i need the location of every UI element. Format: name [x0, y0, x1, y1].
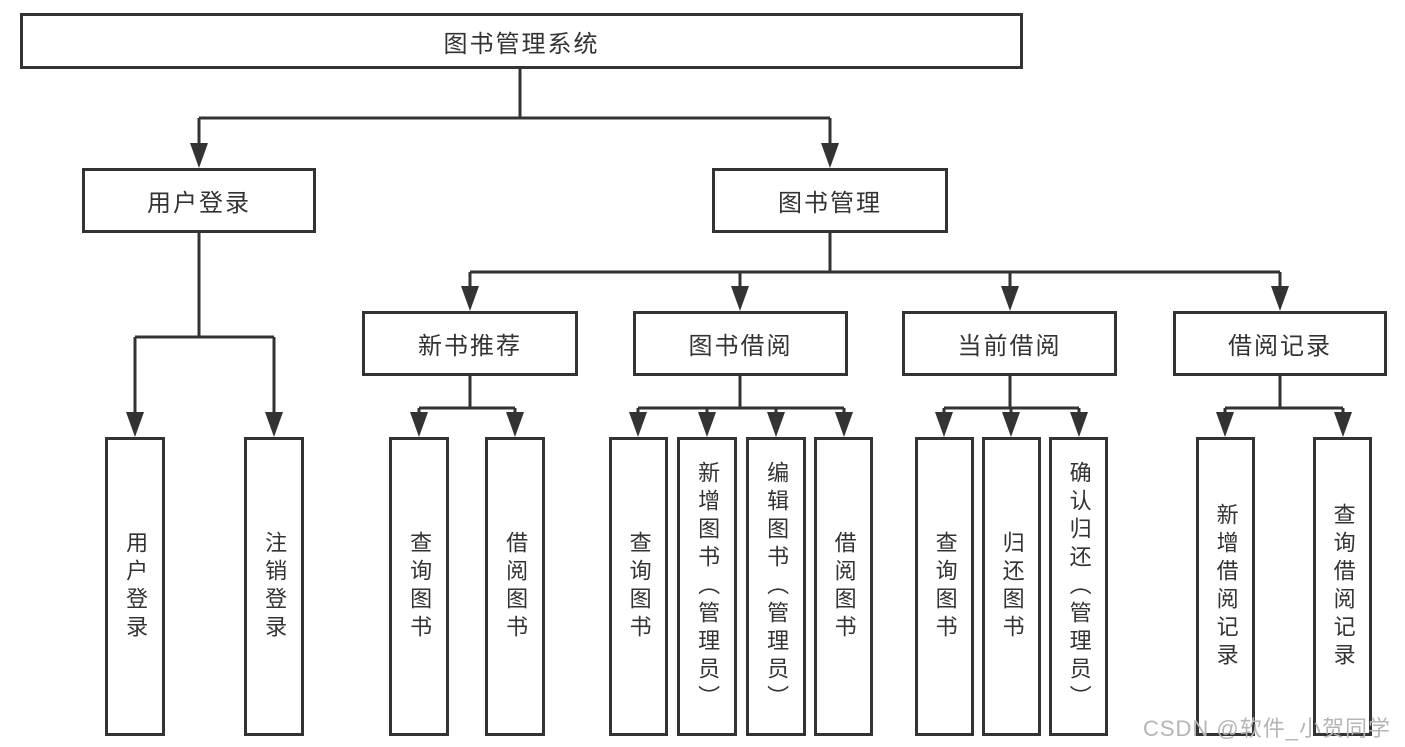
node-user-login: 用户登录 — [82, 168, 316, 233]
node-new-book-recommend: 新书推荐 — [362, 311, 578, 376]
leaf-confirm-return-admin-label: 确认归还（管理员） — [1066, 460, 1092, 713]
leaf-user-login: 用户登录 — [105, 437, 165, 736]
node-borrow-record: 借阅记录 — [1173, 311, 1387, 376]
leaf-query-book-current: 查询图书 — [915, 437, 974, 736]
node-current-borrow-label: 当前借阅 — [957, 333, 1062, 360]
leaf-borrow-book: 借阅图书 — [814, 437, 873, 736]
arrowheads — [126, 143, 1352, 437]
leaf-borrow-book-recommend: 借阅图书 — [485, 437, 545, 736]
leaf-confirm-return-admin: 确认归还（管理员） — [1049, 437, 1108, 736]
leaf-borrow-book-recommend-label: 借阅图书 — [503, 530, 529, 643]
leaf-add-borrow-record: 新增借阅记录 — [1196, 437, 1255, 736]
leaf-return-book-label: 归还图书 — [999, 530, 1025, 643]
leaf-query-borrow-record: 查询借阅记录 — [1313, 437, 1372, 736]
node-user-login-label: 用户登录 — [147, 190, 251, 217]
node-root: 图书管理系统 — [20, 13, 1023, 69]
node-current-borrow: 当前借阅 — [902, 311, 1117, 376]
leaf-query-book-borrow: 查询图书 — [609, 437, 668, 736]
node-book-management-label: 图书管理 — [778, 190, 882, 217]
leaf-edit-book-admin-label: 编辑图书（管理员） — [764, 460, 790, 713]
node-root-label: 图书管理系统 — [443, 30, 600, 58]
leaf-return-book: 归还图书 — [982, 437, 1041, 736]
node-book-management: 图书管理 — [712, 168, 948, 233]
node-new-book-recommend-label: 新书推荐 — [418, 333, 522, 360]
leaf-logout-label: 注销登录 — [262, 530, 288, 643]
node-book-borrow: 图书借阅 — [633, 311, 848, 376]
node-book-borrow-label: 图书借阅 — [688, 333, 793, 360]
leaf-add-book-admin-label: 新增图书（管理员） — [695, 460, 721, 713]
leaf-edit-book-admin: 编辑图书（管理员） — [746, 437, 806, 736]
leaf-user-login-label: 用户登录 — [123, 530, 149, 643]
leaf-query-book-recommend: 查询图书 — [389, 437, 449, 736]
leaf-logout: 注销登录 — [244, 437, 304, 736]
node-borrow-record-label: 借阅记录 — [1228, 333, 1332, 360]
leaf-query-book-borrow-label: 查询图书 — [626, 530, 652, 643]
leaf-query-book-recommend-label: 查询图书 — [407, 530, 433, 643]
leaf-add-book-admin: 新增图书（管理员） — [677, 437, 737, 736]
leaf-query-book-current-label: 查询图书 — [932, 530, 958, 643]
csdn-watermark: CSDN @软件_小贺同学 — [1142, 716, 1391, 741]
leaf-borrow-book-label: 借阅图书 — [831, 530, 857, 643]
leaf-add-borrow-record-label: 新增借阅记录 — [1213, 502, 1239, 671]
leaf-query-borrow-record-label: 查询借阅记录 — [1330, 502, 1356, 671]
